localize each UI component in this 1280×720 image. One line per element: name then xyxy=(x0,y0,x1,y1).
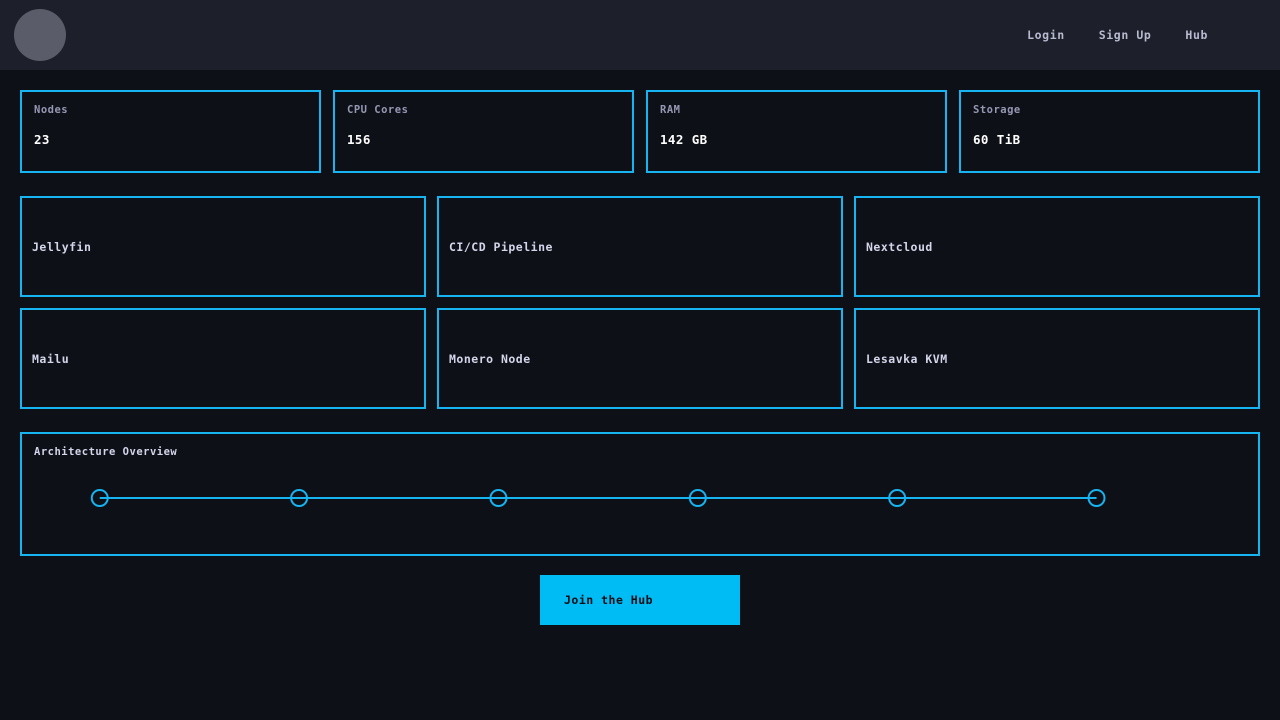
nav-link-hub[interactable]: Hub xyxy=(1185,28,1208,42)
service-name: Lesavka KVM xyxy=(866,351,948,366)
stat-card-ram: RAM 142 GB xyxy=(646,90,947,173)
service-card-nextcloud[interactable]: Nextcloud xyxy=(854,196,1260,297)
join-the-hub-button[interactable]: Join the Hub xyxy=(540,575,740,625)
user-avatar-circle-icon[interactable] xyxy=(14,9,66,61)
stat-label: RAM xyxy=(660,104,681,116)
nav-link-sign-up[interactable]: Sign Up xyxy=(1098,28,1152,42)
nav-link-login[interactable]: Login xyxy=(1027,28,1065,42)
architecture-node-5-icon[interactable] xyxy=(888,489,907,507)
stat-label: Nodes xyxy=(34,104,69,116)
stat-value: 23 xyxy=(34,132,50,147)
stat-value: 142 GB xyxy=(660,132,708,147)
services-grid: Jellyfin CI/CD Pipeline Nextcloud Mailu … xyxy=(20,196,1260,409)
architecture-node-diagram xyxy=(90,489,1106,507)
service-name: Nextcloud xyxy=(866,239,933,254)
cta-wrap: Join the Hub xyxy=(20,575,1260,625)
architecture-title: Architecture Overview xyxy=(34,446,178,458)
service-name: Mailu xyxy=(32,351,70,366)
service-card-mailu[interactable]: Mailu xyxy=(20,308,426,409)
service-card-lesavka-kvm[interactable]: Lesavka KVM xyxy=(854,308,1260,409)
main-nav: Login Sign Up Hub xyxy=(1027,28,1208,42)
architecture-node-1-icon[interactable] xyxy=(90,489,109,507)
stat-label: Storage xyxy=(973,104,1021,116)
architecture-node-4-icon[interactable] xyxy=(688,489,707,507)
service-card-cicd-pipeline[interactable]: CI/CD Pipeline xyxy=(437,196,843,297)
stat-card-nodes: Nodes 23 xyxy=(20,90,321,173)
site-header: Login Sign Up Hub xyxy=(0,0,1280,71)
service-name: Jellyfin xyxy=(32,239,92,254)
stat-card-cpu-cores: CPU Cores 156 xyxy=(333,90,634,173)
architecture-node-2-icon[interactable] xyxy=(290,489,309,507)
stat-label: CPU Cores xyxy=(347,104,409,116)
architecture-node-3-icon[interactable] xyxy=(489,489,508,507)
service-card-monero-node[interactable]: Monero Node xyxy=(437,308,843,409)
architecture-node-6-icon[interactable] xyxy=(1087,489,1106,507)
stat-card-storage: Storage 60 TiB xyxy=(959,90,1260,173)
stat-value: 60 TiB xyxy=(973,132,1021,147)
service-name: Monero Node xyxy=(449,351,531,366)
stats-row: Nodes 23 CPU Cores 156 RAM 142 GB Storag… xyxy=(20,90,1260,173)
service-card-jellyfin[interactable]: Jellyfin xyxy=(20,196,426,297)
service-name: CI/CD Pipeline xyxy=(449,239,553,254)
page-content: Nodes 23 CPU Cores 156 RAM 142 GB Storag… xyxy=(0,90,1280,625)
architecture-overview-panel: Architecture Overview xyxy=(20,432,1260,556)
stat-value: 156 xyxy=(347,132,371,147)
